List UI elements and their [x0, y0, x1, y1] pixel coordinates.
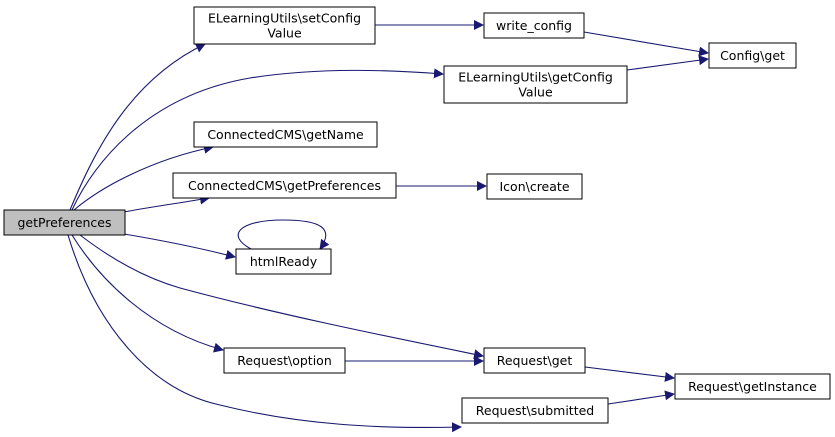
node-icon_create[interactable]: Icon\create	[486, 173, 583, 200]
edge-request_submitted-to-request_getInstance	[607, 390, 675, 405]
node-label: getPreferences	[17, 215, 111, 230]
node-box[interactable]	[486, 173, 583, 200]
edge-arrow	[607, 390, 675, 405]
node-request_submitted[interactable]: Request\submitted	[461, 397, 609, 424]
node-box[interactable]	[172, 172, 397, 199]
node-box[interactable]	[193, 6, 376, 45]
node-request_get[interactable]: Request\get	[483, 347, 586, 374]
edge-request_get-to-request_getInstance	[584, 366, 675, 382]
node-box[interactable]	[483, 347, 586, 374]
edge-arrow	[123, 233, 236, 260]
node-request_getInstance[interactable]: Request\getInstance	[674, 373, 831, 400]
edge-htmlReady-to-htmlReady	[237, 219, 330, 250]
node-label: Icon\create	[499, 179, 569, 194]
edge-arrow	[71, 68, 444, 211]
edge-arrow	[626, 55, 709, 71]
edge-getPreferences-to-request_option	[71, 234, 224, 353]
node-label: Request\get	[497, 353, 573, 368]
node-label: Request\option	[237, 353, 332, 368]
edge-arrow	[79, 234, 484, 360]
node-config_get[interactable]: Config\get	[708, 42, 797, 69]
node-label: ELearningUtils\setConfig	[208, 11, 361, 26]
node-label: Value	[267, 26, 302, 41]
edge-getPreferences-to-htmlReady	[123, 233, 236, 260]
node-htmlReady[interactable]: htmlReady	[235, 248, 332, 275]
edges-layer	[67, 20, 709, 433]
node-label: Request\getInstance	[688, 379, 817, 394]
node-label: Config\get	[720, 48, 785, 63]
edge-arrow	[67, 234, 462, 433]
node-getPreferences[interactable]: getPreferences	[3, 209, 126, 236]
edge-arrow	[237, 219, 330, 250]
node-box[interactable]	[461, 397, 609, 424]
node-label: ELearningUtils\getConfig	[458, 70, 613, 85]
node-box[interactable]	[193, 121, 378, 148]
edge-arrow	[71, 234, 224, 353]
node-box[interactable]	[3, 209, 126, 236]
node-write_config[interactable]: write_config	[483, 12, 585, 39]
node-label: htmlReady	[250, 254, 318, 269]
edge-arrow	[73, 143, 214, 211]
node-label: Request\submitted	[476, 403, 594, 418]
node-label: write_config	[496, 18, 572, 33]
node-label: ConnectedCMS\getPreferences	[188, 178, 381, 193]
node-box[interactable]	[223, 347, 346, 374]
node-getName[interactable]: ConnectedCMS\getName	[193, 121, 378, 148]
edge-getConfigValue-to-config_get	[626, 55, 709, 71]
edge-getPreferences-to-cms_getPreferences	[123, 194, 210, 213]
node-box[interactable]	[443, 65, 628, 104]
node-request_option[interactable]: Request\option	[223, 347, 346, 374]
edge-arrow	[69, 43, 206, 211]
node-box[interactable]	[674, 373, 831, 400]
edge-arrow	[123, 194, 210, 213]
edge-write_config-to-config_get	[583, 31, 709, 57]
edge-getPreferences-to-getConfigValue	[71, 68, 444, 211]
edge-getPreferences-to-request_get	[79, 234, 484, 360]
edge-getPreferences-to-setConfigValue	[69, 43, 206, 211]
edge-arrow	[584, 366, 675, 382]
node-cms_getPreferences[interactable]: ConnectedCMS\getPreferences	[172, 172, 397, 199]
node-box[interactable]	[235, 248, 332, 275]
node-label: ConnectedCMS\getName	[207, 127, 364, 142]
nodes-layer: getPreferencesELearningUtils\setConfigVa…	[3, 6, 831, 424]
node-label: Value	[518, 85, 553, 100]
edge-getPreferences-to-request_submitted	[67, 234, 462, 433]
node-box[interactable]	[708, 42, 797, 69]
edge-getPreferences-to-getName	[73, 143, 214, 211]
node-box[interactable]	[483, 12, 585, 39]
edge-arrow	[583, 31, 709, 57]
